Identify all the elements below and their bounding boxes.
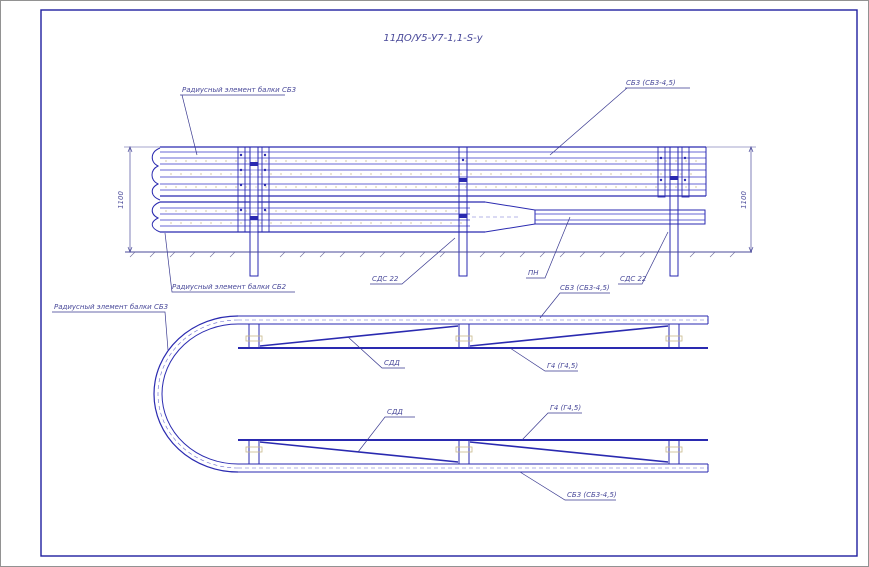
label-beam-bottom-plan: СБ3 (СБ3-4,5) — [519, 471, 617, 501]
dimension-right: 1100 — [706, 146, 756, 253]
plan-posts-top — [245, 323, 683, 349]
beam-upper-wavy-end — [151, 147, 161, 201]
label-radius-sb3-elevation: Радиусный элемент балки СБ3 — [180, 86, 296, 156]
dimension-left: 1100 — [117, 146, 160, 253]
svg-text:Радиусный элемент балки СБ3: Радиусный элемент балки СБ3 — [182, 86, 296, 94]
svg-text:Г4 (Г4,5): Г4 (Г4,5) — [547, 362, 578, 370]
label-strut-top-plan: СДД — [347, 336, 405, 369]
label-radius-sb3-plan: Радиусный элемент балки СБ3 — [52, 303, 169, 351]
plan-struts-bottom — [259, 441, 669, 463]
post-1 — [237, 146, 270, 277]
radius-bend-dashed — [157, 319, 239, 469]
svg-text:Радиусный элемент балки СБ2: Радиусный элемент балки СБ2 — [172, 283, 287, 291]
svg-text:СБ3 (СБ3-4,5): СБ3 (СБ3-4,5) — [567, 491, 617, 499]
plan-view: Радиусный элемент балки СБ3 СБ3 (СБ3-4,5… — [52, 284, 709, 501]
ground-hatching — [129, 251, 736, 258]
label-radius-sb2-elevation: Радиусный элемент балки СБ2 — [164, 232, 295, 293]
svg-text:СДС 22: СДС 22 — [372, 275, 399, 283]
plan-posts-bottom — [245, 439, 683, 465]
label-beam-sb3-elevation: СБ3 (СБ3-4,5) — [549, 79, 690, 156]
elevation-view: 1100 1100 Радиусный элемент балки СБ3 СБ… — [117, 79, 756, 293]
label-post-right: СДС 22 — [618, 231, 669, 285]
label-brace-top-plan: Г4 (Г4,5) — [509, 347, 578, 372]
svg-text:ПН: ПН — [528, 269, 539, 277]
label-brace-bottom-plan: Г4 (Г4,5) — [521, 404, 582, 441]
end-piece — [534, 209, 706, 225]
plan-beam-bottom — [238, 463, 709, 473]
label-post-left: СДС 22 — [370, 237, 456, 285]
svg-text:СДД: СДД — [387, 408, 403, 416]
beam-lower — [160, 201, 706, 233]
svg-text:СДС 22: СДС 22 — [620, 275, 647, 283]
radius-bend-inner — [161, 323, 239, 465]
label-end-pn: ПН — [526, 216, 571, 279]
svg-text:СБ3 (СБ3-4,5): СБ3 (СБ3-4,5) — [626, 79, 676, 87]
dimension-right-value: 1100 — [740, 191, 748, 209]
svg-text:Г4 (Г4,5): Г4 (Г4,5) — [550, 404, 581, 412]
drawing-title: 11ДО/У5-У7-1,1-S-у — [383, 33, 483, 44]
radius-bend-outer — [153, 315, 239, 473]
post-3 — [657, 146, 690, 277]
dimension-left-value: 1100 — [117, 191, 125, 209]
beam-upper — [160, 146, 707, 197]
svg-text:Радиусный элемент балки СБ3: Радиусный элемент балки СБ3 — [54, 303, 168, 311]
label-strut-bottom-plan: СДД — [357, 408, 415, 453]
svg-text:СДД: СДД — [384, 359, 400, 367]
plan-beam-top — [238, 315, 709, 325]
beam-lower-wavy-end — [151, 201, 161, 233]
svg-text:СБ3 (СБ3-4,5): СБ3 (СБ3-4,5) — [560, 284, 610, 292]
inner-frame — [40, 9, 858, 557]
label-beam-top-plan: СБ3 (СБ3-4,5) — [539, 284, 610, 319]
post-2 — [458, 146, 468, 277]
plan-struts-top — [259, 325, 669, 347]
